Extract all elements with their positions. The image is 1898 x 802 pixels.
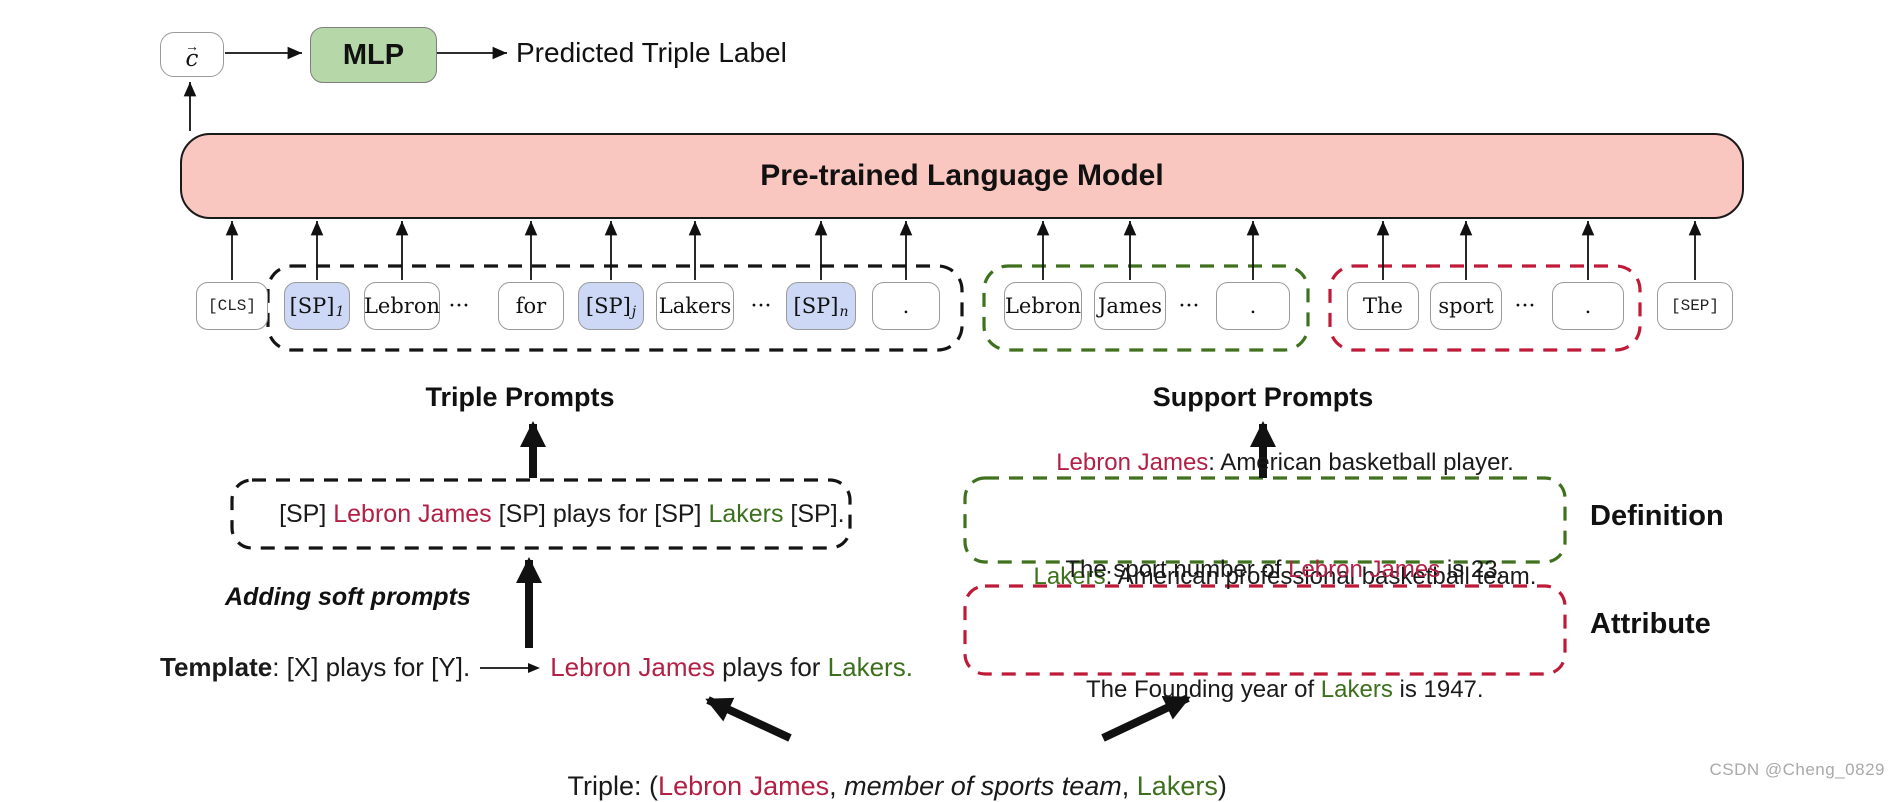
token-lebron-def: Lebron	[1004, 282, 1082, 330]
template-arrow-icon	[480, 662, 541, 673]
definition-line-1: Lebron James: American basketball player…	[1056, 449, 1514, 476]
definition-line-2: Lakers: American professional basketball…	[1033, 563, 1537, 590]
soft-prompt-sentence-outline	[230, 478, 852, 550]
definition-box: Lebron James: American basketball player…	[965, 449, 1565, 590]
soft-prompt-sentence: [SP] Lebron James [SP] plays for [SP] La…	[279, 499, 845, 528]
token-spn: [SP]n	[786, 282, 856, 330]
context-vector-box: → c	[160, 32, 224, 77]
token-cls: [CLS]	[196, 282, 268, 330]
template-line: Template: [X] plays for [Y]. Lebron Jame…	[160, 652, 913, 682]
context-vector-label: c	[185, 45, 199, 72]
attribute-line-2: The Founding year of Lakers is 1947.	[1085, 676, 1484, 703]
token-the-attr: The	[1347, 282, 1419, 330]
attribute-tokens-group-outline	[1328, 264, 1642, 352]
token-james-def: James	[1094, 282, 1166, 330]
predicted-triple-label: Predicted Triple Label	[516, 37, 787, 68]
token-spj: [SP]j	[578, 282, 644, 330]
pretrained-language-model-box: Pre-trained Language Model	[180, 133, 1744, 219]
token-period-def: .	[1216, 282, 1290, 330]
definition-side-label: Definition	[1590, 500, 1724, 532]
arrow-triple-to-attribute-box	[1101, 694, 1191, 742]
token-lakers: Lakers	[656, 282, 734, 330]
token-period: .	[872, 282, 940, 330]
token-sp1: [SP]1	[284, 282, 350, 330]
attribute-side-label: Attribute	[1590, 608, 1711, 640]
watermark: CSDN @Cheng_0829	[1709, 760, 1885, 779]
token-lebron: Lebron	[364, 282, 440, 330]
triple-line: Triple: (Lebron James, member of sports …	[567, 771, 1227, 801]
arrow-triple-to-template-result	[705, 696, 792, 742]
template-keyword: Template	[160, 652, 273, 682]
ellipsis: ···	[1178, 293, 1200, 319]
token-for: for	[498, 282, 564, 330]
definition-box-outline	[963, 476, 1567, 564]
ellipsis: ···	[448, 293, 470, 319]
token-period-attr: .	[1552, 282, 1624, 330]
attribute-box: The sport number of Lebron James is 23. …	[965, 556, 1565, 703]
triple-prompts-label: Triple Prompts	[425, 382, 615, 412]
adding-soft-prompts-label: Adding soft prompts	[225, 583, 471, 611]
support-prompts-label: Support Prompts	[1152, 382, 1374, 412]
triple-prompts-group-outline	[266, 264, 964, 352]
vector-arrow-icon: →	[185, 37, 199, 54]
ellipsis: ···	[1514, 293, 1536, 319]
attribute-line-1: The sport number of Lebron James is 23.	[1065, 556, 1505, 583]
token-sep: [SEP]	[1657, 282, 1733, 330]
attribute-box-outline	[963, 584, 1567, 676]
token-sport-attr: sport	[1430, 282, 1502, 330]
mlp-box: MLP	[310, 27, 437, 83]
ellipsis: ···	[750, 293, 772, 319]
